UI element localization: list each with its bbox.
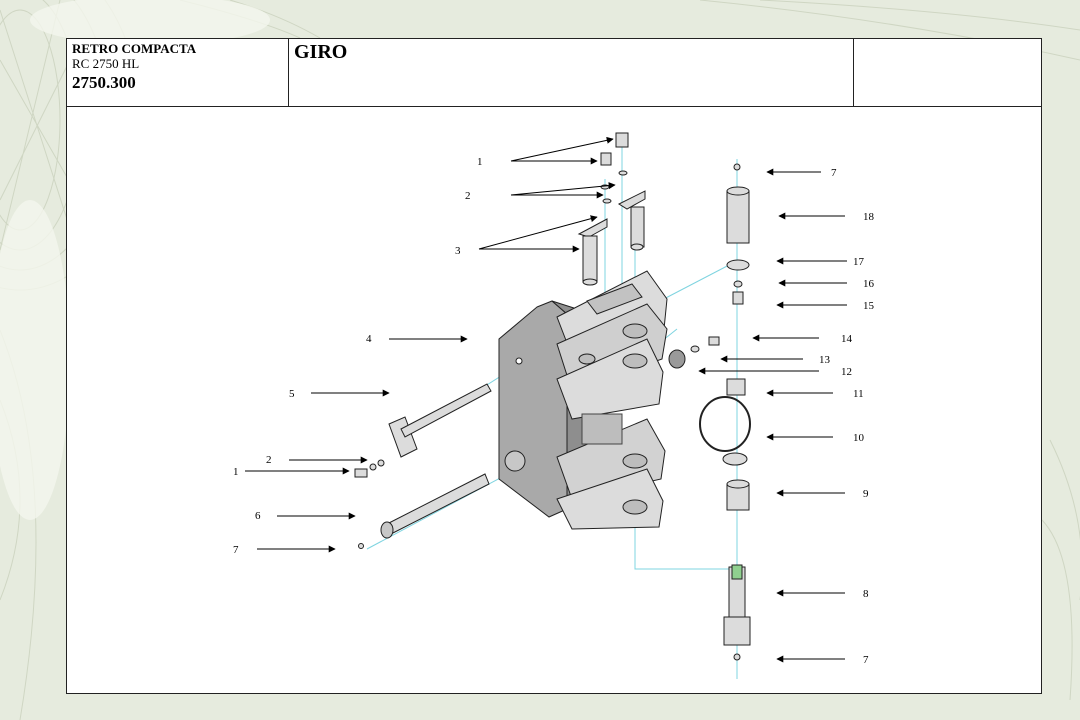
callout-1-left: 1 [233,466,239,478]
callout-16: 16 [863,278,875,290]
callout-10: 10 [853,432,865,444]
callout-18: 18 [863,211,875,223]
callout-11: 11 [853,388,864,400]
callout-5: 5 [289,388,295,400]
title-cell: GIRO [289,39,854,106]
machine-type: RETRO COMPACTA [72,41,197,56]
machine-model: RC 2750 HL [72,56,140,71]
callout-6: 6 [255,510,261,522]
callout-8: 8 [863,588,869,600]
main-frame-part [498,270,668,530]
part-number: 2750.300 [72,73,136,92]
callout-9: 9 [863,488,869,500]
exploded-parts-diagram: 1 2 3 4 5 2 1 6 7 7 18 17 16 15 14 13 12… [233,132,875,679]
model-cell: RETRO COMPACTA RC 2750 HL 2750.300 [67,39,289,106]
parts-sheet: 1 2 3 4 5 2 1 6 7 7 18 17 16 15 14 13 12… [66,38,1042,694]
callout-7-top: 7 [831,167,837,179]
pin-part-3 [577,190,646,286]
right-column-parts [668,163,751,661]
callout-13: 13 [819,354,831,366]
callout-3: 3 [455,245,461,257]
callout-7-bottom: 7 [863,654,869,666]
callout-14: 14 [841,333,853,345]
left-bolt-washer [354,459,385,549]
page-title: GIRO [294,41,348,63]
callout-labels: 1 2 3 4 5 2 1 6 7 7 18 17 16 15 14 13 12… [233,156,875,666]
callout-17: 17 [853,256,865,268]
top-bolts-washers [600,132,629,204]
pin-part-5 [388,383,492,458]
callout-4: 4 [366,333,372,345]
callout-7-left: 7 [233,544,239,556]
leader-arrows [245,136,847,663]
title-block: RETRO COMPACTA RC 2750 HL 2750.300 GIRO [67,39,1041,107]
callout-2-left: 2 [266,454,272,466]
blank-cell [854,39,1041,106]
callout-2-top: 2 [465,190,471,202]
callout-15: 15 [863,300,875,312]
pin-part-6 [380,473,490,539]
callout-1-top: 1 [477,156,483,168]
callout-12: 12 [841,366,852,378]
